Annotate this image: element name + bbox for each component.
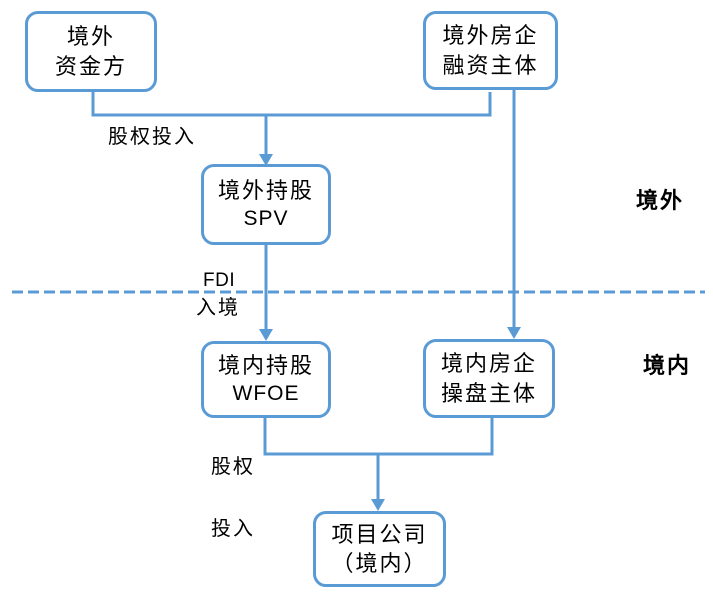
region-label-onshore: 境内 bbox=[643, 353, 692, 378]
node-project-company: 项目公司 （境内） bbox=[313, 511, 446, 587]
label-equity-investment-top: 股权投入 bbox=[108, 126, 196, 148]
label-fdi: FDI bbox=[203, 270, 236, 291]
connector-wfoe-operator-join bbox=[263, 418, 494, 456]
node-offshore-developer: 境外房企 融资主体 bbox=[423, 11, 558, 90]
label-equity-bottom-line1: 股权 bbox=[211, 456, 255, 478]
node-project-company-line2: （境内） bbox=[331, 551, 428, 576]
node-project-company-line1: 项目公司 bbox=[331, 521, 428, 547]
node-offshore-spv: 境外持股 SPV bbox=[201, 164, 331, 245]
connector-fund-to-developer bbox=[91, 92, 492, 117]
node-offshore-fund: 境外 资金方 bbox=[25, 11, 157, 92]
node-offshore-fund-line2: 资金方 bbox=[54, 53, 127, 79]
node-onshore-operator: 境内房企 操盘主体 bbox=[423, 339, 555, 418]
node-onshore-wfoe: 境内持股 WFOE bbox=[201, 341, 331, 418]
label-equity-bottom-line2: 投入 bbox=[211, 518, 255, 540]
node-offshore-developer-line1: 境外房企 bbox=[442, 23, 539, 49]
label-entry: 入境 bbox=[196, 297, 240, 319]
arrowhead-into-operator bbox=[507, 327, 521, 339]
arrowhead-into-wfoe bbox=[259, 329, 273, 341]
node-offshore-spv-line2: SPV bbox=[243, 207, 289, 231]
node-onshore-operator-line2: 操盘主体 bbox=[440, 380, 537, 406]
node-offshore-spv-line1: 境外持股 bbox=[217, 178, 314, 204]
node-offshore-developer-line2: 融资主体 bbox=[442, 52, 539, 78]
region-label-offshore: 境外 bbox=[636, 188, 685, 213]
arrowhead-into-spv bbox=[259, 154, 273, 166]
node-offshore-fund-line1: 境外 bbox=[66, 24, 115, 50]
label-equity-investment-bottom: 股权 投入 bbox=[211, 421, 255, 545]
node-onshore-operator-line1: 境内房企 bbox=[440, 351, 537, 377]
arrowhead-into-project bbox=[371, 499, 385, 511]
node-onshore-wfoe-line2: WFOE bbox=[232, 382, 300, 406]
node-onshore-wfoe-line1: 境内持股 bbox=[217, 353, 314, 379]
